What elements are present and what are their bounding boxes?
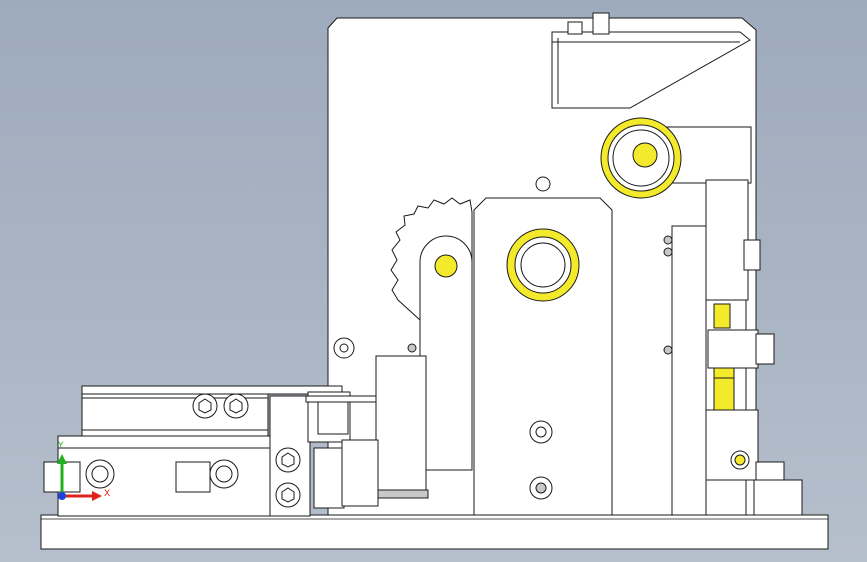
right-column-guide[interactable] [705, 179, 749, 301]
clamp-block[interactable] [707, 329, 759, 369]
x-axis-label: X [104, 489, 111, 499]
spring-pin-lower[interactable] [713, 367, 735, 411]
lower-right-block[interactable] [705, 409, 759, 481]
plate-hole [535, 176, 551, 192]
rod-clevis[interactable] [341, 439, 379, 507]
right-column-cap[interactable] [743, 239, 761, 271]
right-column-stud-upper [663, 235, 673, 245]
lever-head-block[interactable] [375, 355, 427, 497]
right-column-stud-mid [663, 247, 673, 257]
lever-pivot-pin[interactable] [434, 254, 458, 278]
coordinate-triad-icon [57, 454, 102, 501]
upper-roller-pin[interactable] [632, 142, 658, 168]
right-end-bolt[interactable] [755, 461, 785, 483]
top-bracket[interactable] [551, 31, 751, 109]
piston-rod[interactable] [313, 447, 345, 509]
y-axis-label: Y [58, 441, 64, 451]
cylinder-top-rail[interactable] [81, 385, 343, 395]
top-bracket-bolt-right[interactable] [592, 12, 610, 35]
spring-pin-upper[interactable] [713, 303, 731, 329]
right-column[interactable] [671, 225, 709, 516]
lever-arm[interactable] [419, 235, 473, 471]
right-column-stud-lower [663, 345, 673, 355]
small-dot [407, 343, 417, 353]
right-end-plate[interactable] [753, 479, 803, 516]
top-bracket-bolt-left[interactable] [567, 21, 583, 35]
z-axis-marker [58, 492, 66, 500]
base-plate[interactable] [40, 514, 829, 550]
fitting-middle[interactable] [175, 461, 211, 493]
bearing-block[interactable] [473, 197, 613, 516]
